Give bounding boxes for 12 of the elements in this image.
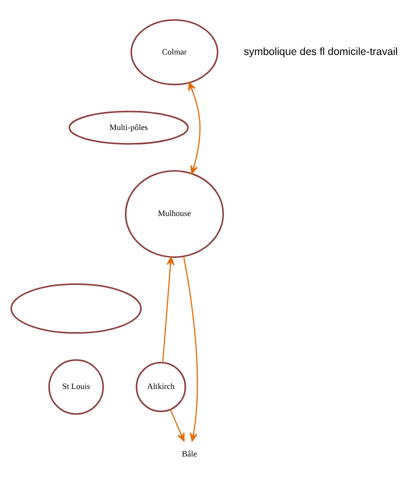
arrow bbox=[183, 256, 198, 442]
arrow bbox=[170, 409, 185, 442]
arrow bbox=[162, 256, 174, 363]
node-circle: Altkirch bbox=[136, 362, 186, 412]
node-ellipse: Colmar bbox=[130, 19, 218, 86]
arrow bbox=[188, 82, 201, 174]
node-ellipse: Multi-pôles bbox=[68, 110, 189, 145]
node-ellipse: Mulhouse bbox=[124, 170, 224, 258]
node-ellipse bbox=[10, 283, 142, 334]
label: symbolique des fl domicile-travail bbox=[244, 46, 398, 58]
node-circle: St Louis bbox=[48, 359, 104, 415]
node-text: Bâle bbox=[182, 450, 197, 459]
